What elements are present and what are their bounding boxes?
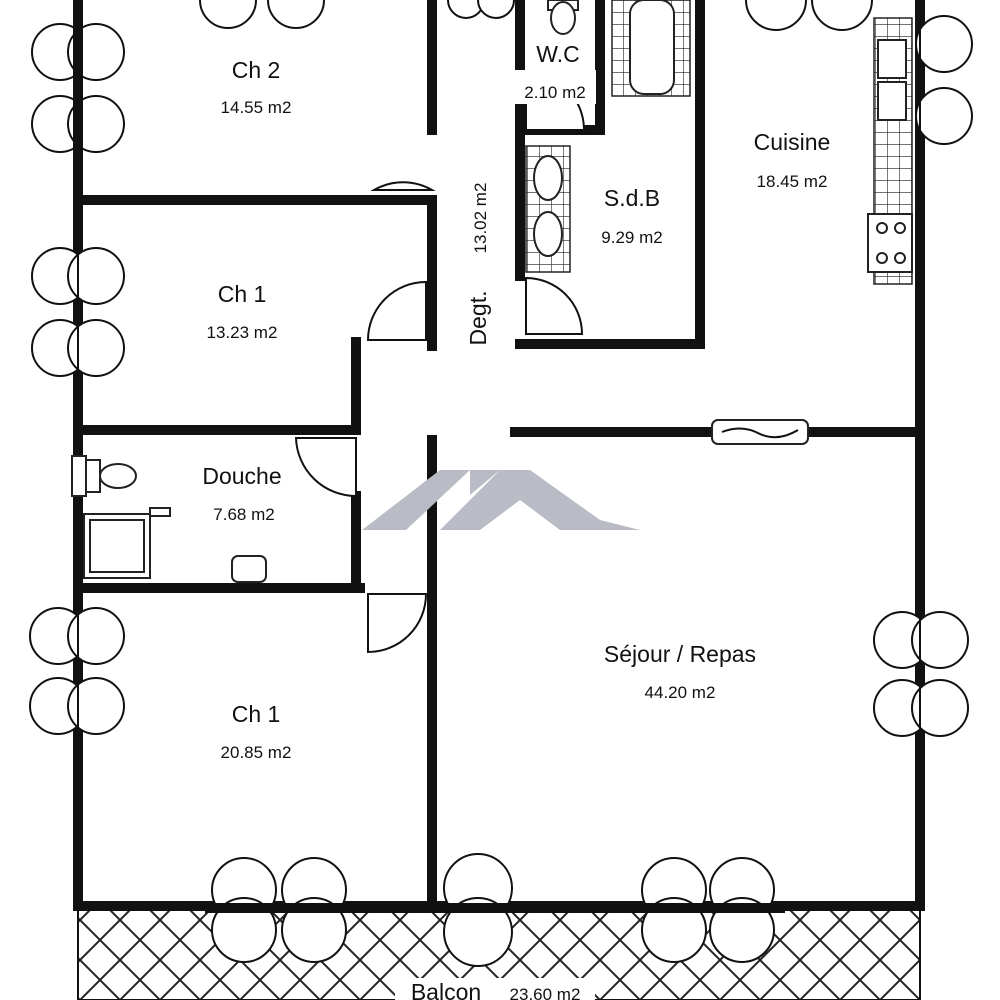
wc-toilet-icon [547,0,579,35]
room-area-sdb: 9.29 m2 [601,228,662,247]
fireplace-icon [711,419,809,445]
room-name-sejour: Séjour / Repas [604,641,756,667]
room-name-cuisine: Cuisine [754,129,831,155]
windows [29,0,973,967]
shower-tray-icon [83,507,171,579]
door-ch1-bottom [367,593,428,654]
window-ch1-bottom-left [29,606,125,740]
room-area-degt: 13.02 m2 [471,183,490,254]
window-sejour-right [873,610,969,742]
room-name-ch1-bottom: Ch 1 [232,701,281,727]
room-name-wc: W.C [536,41,579,67]
douche-washbasin-icon [231,555,267,583]
room-area-wc: 2.10 m2 [524,83,585,102]
fixtures [71,0,913,583]
room-name-ch2: Ch 2 [232,57,281,83]
room-name-balcon: Balcon [411,979,481,1000]
room-area-ch2: 14.55 m2 [221,98,292,117]
interior-walls [79,0,920,905]
room-area-ch1-bottom: 20.85 m2 [221,743,292,762]
room-name-degt: Degt. [465,291,491,346]
window-ch2-left [31,17,125,161]
room-area-douche: 7.68 m2 [213,505,274,524]
room-area-ch1-top: 13.23 m2 [207,323,278,342]
balcony-doors [205,853,785,967]
room-area-sejour: 44.20 m2 [645,683,716,702]
window-ch1-top-left [31,246,125,380]
door-ch2 [370,181,436,191]
room-area-cuisine: 18.45 m2 [757,172,828,191]
window-kitchen-right [915,14,973,148]
door-douche [294,437,357,498]
room-name-douche: Douche [202,463,281,489]
sdb-sinks-icon [525,145,571,273]
douche-toilet-icon [71,455,137,497]
door-sdb [525,276,584,335]
bathtub-icon [611,0,691,97]
room-name-ch1-top: Ch 1 [218,281,267,307]
window-top-kitchen [745,0,873,31]
window-top-degt [447,0,515,19]
watermark-logo [362,470,640,530]
window-top-ch2 [199,0,325,29]
room-labels: Ch 2 14.55 m2 W.C 2.10 m2 Cuisine 18.45 … [202,41,830,1000]
door-ch1-top [366,280,427,341]
kitchen-counter-icon [867,17,913,285]
room-name-sdb: S.d.B [604,185,660,211]
room-area-balcon: 23.60 m2 [510,985,581,1000]
balcony-label-bg [395,978,595,1000]
